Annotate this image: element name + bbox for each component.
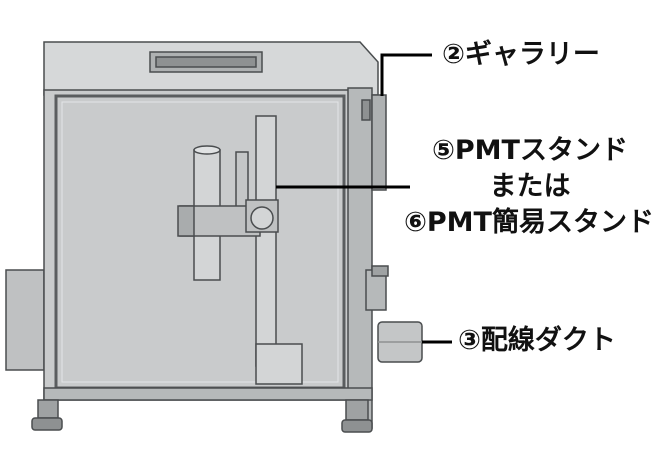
label-gallery: ②ギャラリー bbox=[442, 39, 600, 70]
gallery-post bbox=[347, 87, 373, 429]
pmt-stand-base bbox=[255, 343, 303, 385]
label-pmt-stand-line1: ⑤PMTスタンド bbox=[432, 135, 628, 166]
leader-gallery bbox=[380, 53, 432, 96]
leader-lines bbox=[276, 53, 452, 344]
left-side-box bbox=[5, 269, 45, 371]
pmt-stand-column bbox=[255, 115, 277, 367]
bottom-rail bbox=[43, 387, 373, 401]
foot-right bbox=[345, 399, 369, 421]
label-duct: ③配線ダクト bbox=[458, 325, 616, 356]
gallery-panel bbox=[371, 94, 387, 191]
label-pmt-stand-line2: または bbox=[489, 171, 571, 202]
label-pmt-stand-line3: ⑥PMT簡易スタンド bbox=[404, 207, 654, 238]
foot-left bbox=[37, 399, 59, 419]
